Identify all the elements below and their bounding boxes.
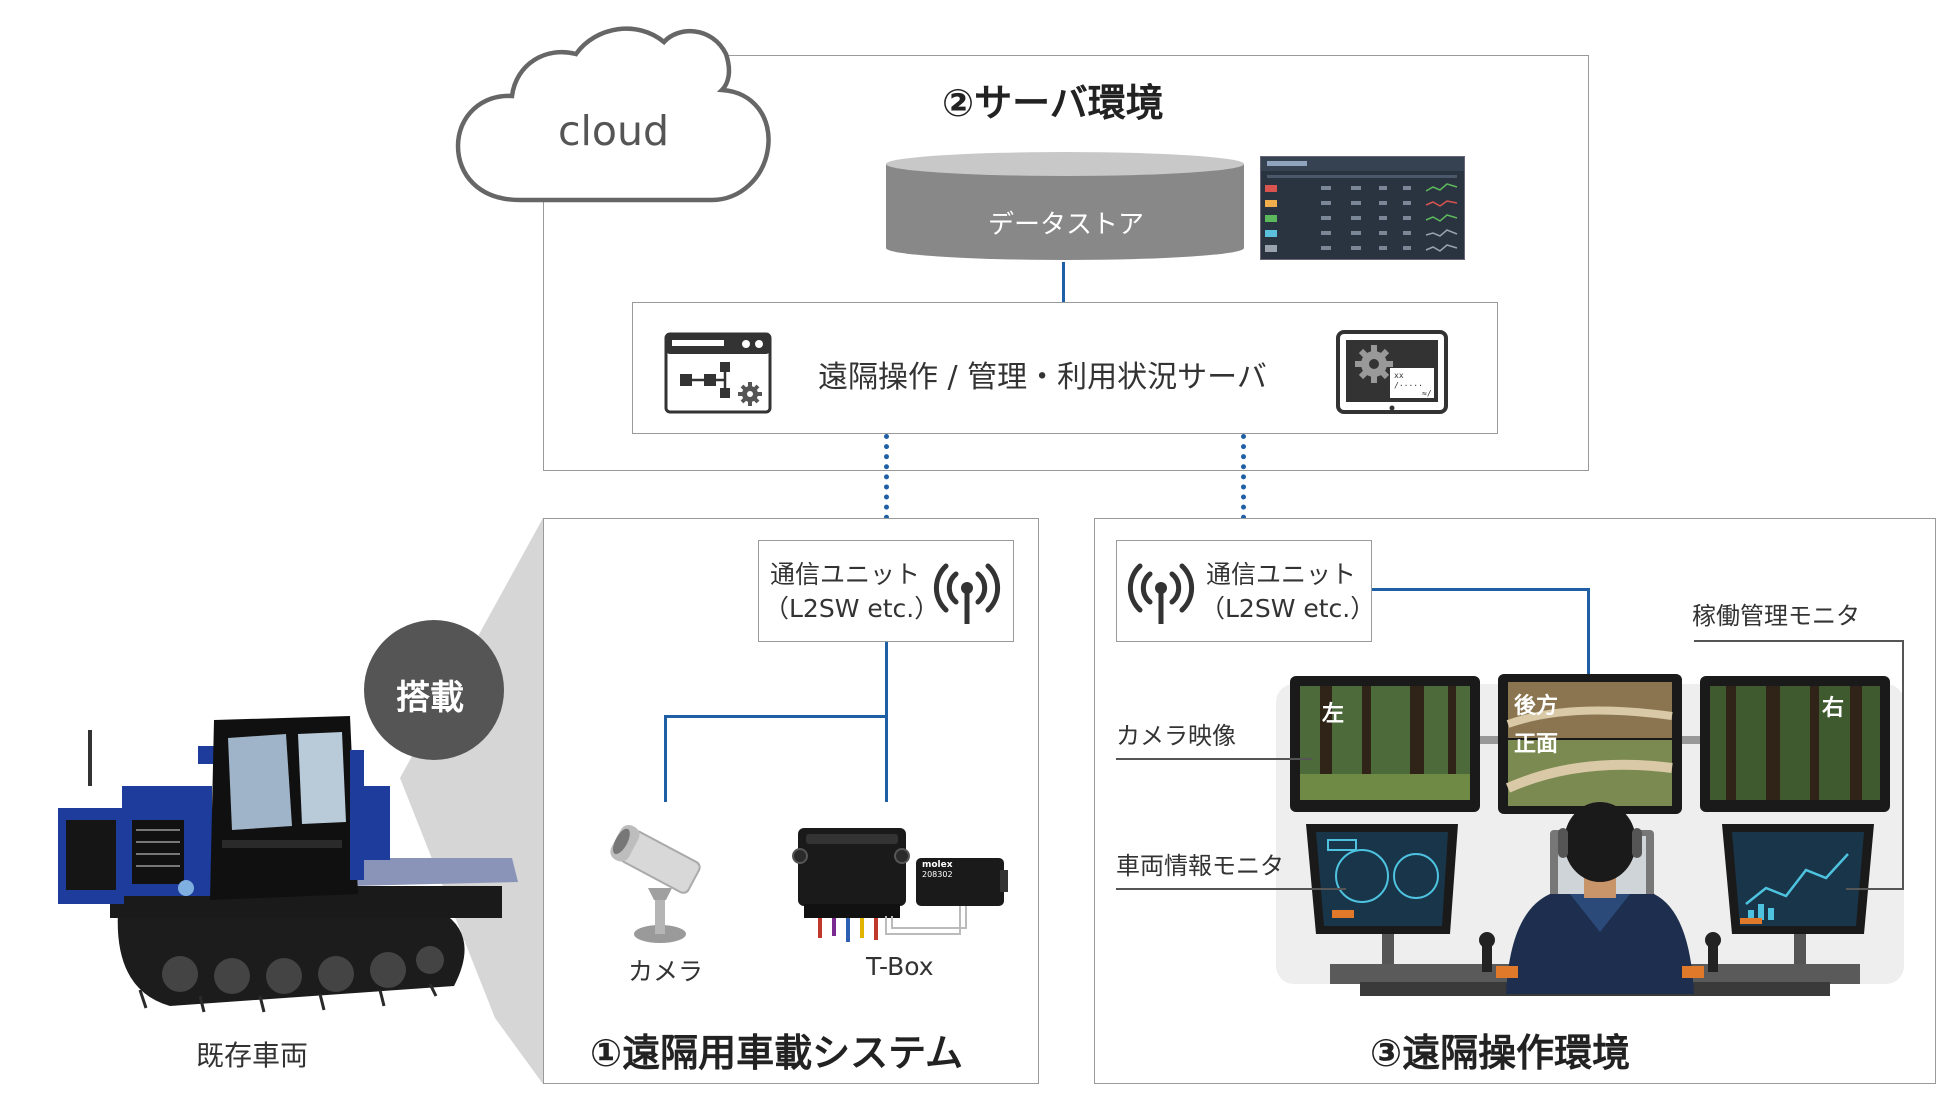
camera-icon — [610, 824, 701, 943]
existing-vehicle-caption: 既存車両 — [196, 1039, 309, 1072]
molex-brand-line1: molex — [922, 860, 953, 870]
svg-text:/·····: /····· — [1394, 381, 1423, 390]
settings-terminal-icon: xx /····· ≈/ — [1336, 330, 1448, 414]
remote-environment-title: ③遠隔操作環境 — [1370, 1031, 1631, 1075]
workflow-app-icon — [664, 332, 772, 414]
operation-monitor-leader-h2 — [1846, 888, 1904, 890]
operation-monitor-leader-v — [1902, 640, 1904, 890]
cloud-label: cloud — [558, 107, 670, 155]
vehicle-info-monitor-leader — [1116, 888, 1346, 890]
cloud-icon — [455, 26, 771, 203]
tbox-device — [792, 828, 1008, 942]
antenna-icon — [933, 563, 1001, 624]
projection-wedge — [400, 518, 543, 1084]
screen-rear-label: 後方 — [1514, 694, 1559, 719]
remote-comm-monitor-connector-h — [1372, 588, 1590, 591]
screen-front-label: 正面 — [1514, 732, 1559, 757]
remote-cockpit-illustration — [1276, 674, 1904, 996]
server-environment-title: ②サーバ環境 — [942, 81, 1164, 125]
remote-comm-unit-label-line2: （L2SW etc.） — [1200, 594, 1376, 623]
operation-monitor-label: 稼働管理モニタ — [1692, 602, 1860, 630]
comm-unit-tbox-connector — [885, 642, 888, 802]
datastore-label: データストア — [988, 210, 1145, 240]
camera-connector — [664, 715, 667, 802]
molex-brand-line2: 208302 — [922, 870, 953, 879]
svg-text:xx: xx — [1394, 371, 1404, 380]
operation-monitor-leader-h1 — [1694, 640, 1904, 642]
vehicle-comm-unit-label-line2: （L2SW etc.） — [764, 594, 940, 623]
svg-text:≈/: ≈/ — [1422, 389, 1432, 398]
camera-branch-connector — [664, 715, 888, 718]
screen-left-label: 左 — [1322, 702, 1345, 727]
remote-operation-server-label: 遠隔操作 / 管理・利用状況サーバ — [818, 360, 1267, 395]
vehicle-info-monitor-label: 車両情報モニタ — [1116, 852, 1284, 880]
antenna-icon — [1127, 563, 1195, 624]
mounted-badge-label: 搭載 — [396, 678, 464, 718]
tbox-label: T-Box — [866, 952, 934, 981]
camera-label: カメラ — [628, 957, 704, 986]
vehicle-comm-unit-label-line1: 通信ユニット — [770, 560, 921, 589]
remote-comm-unit-label-line1: 通信ユニット — [1206, 560, 1357, 589]
vehicle-system-title: ①遠隔用車載システム — [590, 1031, 964, 1075]
screen-right-label: 右 — [1822, 696, 1845, 721]
camera-video-leader — [1116, 758, 1312, 760]
tracked-carrier-vehicle — [58, 716, 518, 1013]
server-remote-dotted-link — [1241, 434, 1246, 540]
datastore-cylinder — [886, 152, 1244, 260]
mounted-badge — [364, 620, 504, 760]
camera-video-label: カメラ映像 — [1116, 722, 1236, 750]
remote-comm-monitor-connector-v — [1587, 588, 1590, 676]
traffic-dashboard-thumbnail — [1260, 156, 1465, 260]
server-vehicle-dotted-link — [884, 434, 889, 540]
datastore-server-connector — [1062, 262, 1065, 302]
